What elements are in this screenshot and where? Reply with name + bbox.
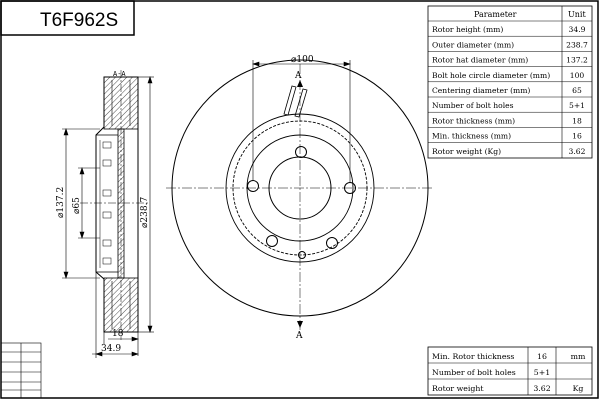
dim-thickness-label: 18	[112, 329, 124, 339]
spec-row-param: Centering diameter (mm)	[432, 86, 530, 95]
cut-label-top: A	[294, 71, 302, 81]
spec-row-value: 16	[572, 132, 582, 141]
section-bolt-holes	[102, 141, 112, 265]
summary-row-label: Min. Rotor thickness	[432, 352, 514, 361]
spec-row-value: 238.7	[566, 40, 588, 49]
bolt-holes	[247, 146, 356, 259]
spec-row-param: Rotor weight (Kg)	[432, 147, 501, 156]
spec-row-value: 137.2	[566, 56, 588, 65]
dim-hat-diameter-label: ⌀137.2	[56, 187, 66, 218]
spec-row-param: Min. thickness (mm)	[432, 132, 511, 141]
summary-row-value: 3.62	[533, 384, 550, 393]
dim-height-label: 34.9	[101, 344, 121, 354]
dim-center-diameter	[78, 167, 100, 239]
dim-hat-diameter	[62, 128, 100, 279]
spec-row-param: Bolt hole circle diameter (mm)	[432, 71, 550, 80]
summary-row-unit: Kg	[573, 384, 584, 393]
spec-row-value: 100	[570, 71, 585, 80]
spec-row-value: 65	[572, 86, 582, 95]
dim-bolt-circle	[252, 60, 351, 182]
cut-label-bottom: A	[295, 331, 303, 341]
front-view: ⌀100 A A	[166, 55, 434, 341]
part-number: T6F962S	[40, 10, 118, 31]
spec-row-value: 34.9	[569, 25, 586, 34]
bolt-hole	[326, 237, 338, 249]
spec-row-value: 18	[572, 116, 582, 125]
dim-height	[92, 272, 139, 358]
bolt-hole	[266, 235, 278, 247]
spec-row-value: 5+1	[569, 101, 585, 110]
spec-header-parameter: Parameter	[474, 10, 517, 19]
spec-row-param: Outer diameter (mm)	[432, 40, 514, 49]
dim-outer-diameter-label: ⌀238.7	[140, 197, 150, 228]
section-label: A-A	[113, 70, 126, 78]
dim-outer-diameter	[138, 76, 154, 333]
cut-arrow-bottom	[297, 321, 303, 328]
spec-row-value: 3.62	[569, 147, 586, 156]
cooling-slots	[283, 85, 308, 118]
cut-arrow-top	[297, 80, 303, 87]
summary-row-label: Rotor weight	[432, 384, 484, 393]
spec-row-param: Rotor thickness (mm)	[432, 116, 515, 125]
spec-row-param: Number of bolt holes	[432, 101, 514, 110]
section-view: A-A ⌀137.2 ⌀65 ⌀238.7	[56, 70, 154, 358]
dim-thickness	[103, 332, 139, 356]
dim-bolt-circle-label: ⌀100	[291, 55, 314, 65]
corner-grid	[0, 342, 42, 399]
bolt-hole	[247, 180, 259, 192]
summary-row-value: 16	[537, 352, 547, 361]
locator-hole	[298, 251, 306, 259]
spec-header-unit: Unit	[568, 10, 586, 19]
spec-table: Parameter Unit Rotor height (mm) 34.9Oute…	[427, 5, 593, 159]
summary-row-value: 5+1	[534, 368, 550, 377]
spec-row-param: Rotor hat diameter (mm)	[432, 56, 528, 65]
bolt-hole	[295, 146, 307, 158]
title-block: T6F962S	[0, 0, 135, 36]
dim-center-diameter-label: ⌀65	[72, 197, 82, 214]
front-centerlines	[166, 64, 434, 333]
summary-row-label: Number of bolt holes	[432, 368, 516, 377]
summary-row-unit: mm	[571, 352, 586, 361]
spec-row-param: Rotor height (mm)	[432, 25, 503, 34]
